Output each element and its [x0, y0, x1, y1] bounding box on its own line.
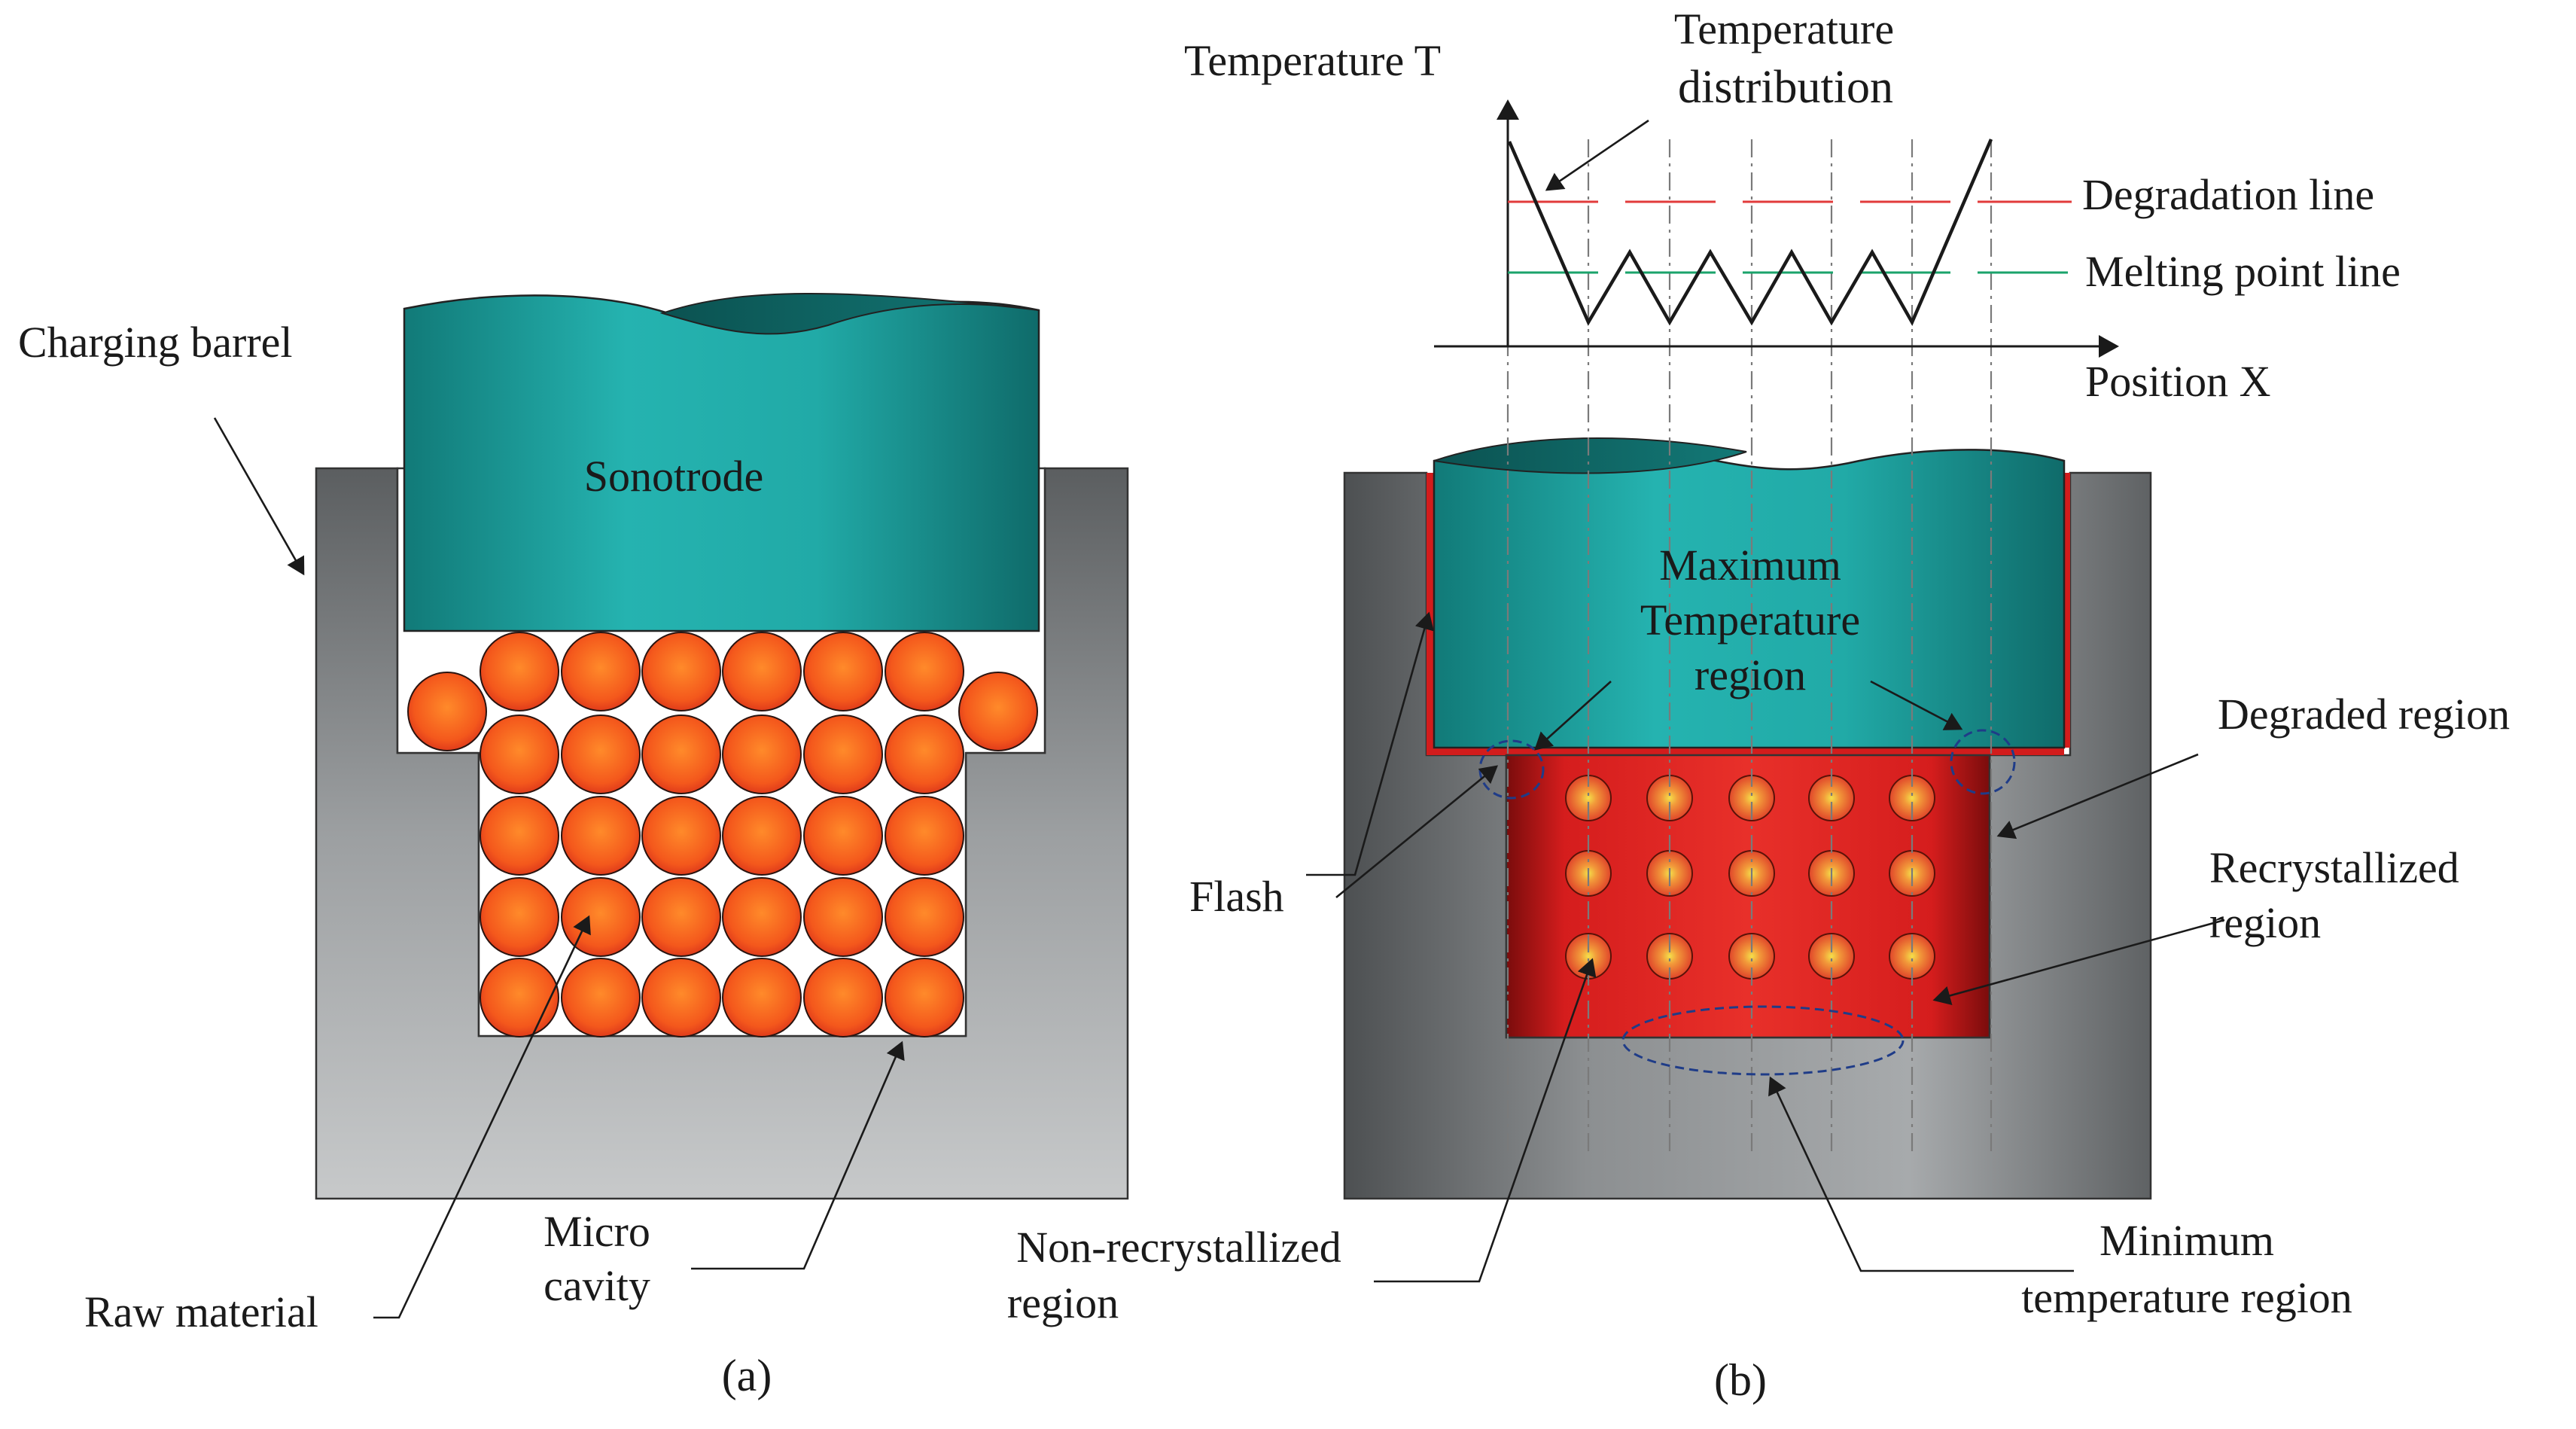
particle [561, 632, 641, 711]
particle [480, 632, 559, 711]
particle [803, 958, 883, 1037]
particle [885, 632, 964, 711]
temperature-graph: Temperature T Position X Temperature dis… [1184, 5, 2401, 406]
particle [641, 796, 721, 876]
raw-material-pointer [373, 915, 591, 1319]
charging-barrel-pointer [213, 417, 305, 576]
temperature-distribution-label-2: distribution [1678, 62, 1893, 113]
particle [480, 877, 559, 957]
panel-b: Temperature T Position X Temperature dis… [1007, 5, 2510, 1405]
melting-line-label: Melting point line [2085, 247, 2401, 296]
particle [722, 632, 802, 711]
temperature-curve [1507, 139, 1993, 327]
particle [407, 672, 487, 751]
particle [885, 958, 964, 1037]
flash-pointer-lower [1335, 765, 1499, 899]
min-temp-label-2: temperature region [2021, 1273, 2352, 1322]
raw-material-particles [407, 632, 1038, 1037]
micro-cavity-label-1: Micro [544, 1207, 650, 1256]
particle [885, 796, 964, 876]
particle [480, 714, 559, 794]
particle [561, 958, 641, 1037]
particle [480, 958, 559, 1037]
particle [803, 877, 883, 957]
max-temp-label-3: region [1694, 651, 1806, 699]
y-axis-label: Temperature T [1184, 36, 1441, 85]
particle [803, 632, 883, 711]
recrystallized-pointer [1932, 919, 2225, 1006]
particle [480, 796, 559, 876]
particle [641, 632, 721, 711]
particle [561, 796, 641, 876]
micro-cavity-pointer [691, 1041, 905, 1270]
degraded-region-pointer [1996, 753, 2199, 839]
panel-a: Sonotrode Charging barrel Micro cavity R… [18, 292, 1129, 1400]
sonotrode-label: Sonotrode [584, 452, 763, 501]
particle [641, 877, 721, 957]
temperature-distribution-pointer [1545, 119, 1649, 191]
recrystallized-label-2: region [2209, 898, 2321, 947]
non-recrystallized-label-2: region [1007, 1278, 1119, 1327]
flash-pointer-upper [1306, 611, 1434, 876]
degradation-line-label: Degradation line [2082, 170, 2374, 219]
sonotrode-b-top-face [1433, 437, 1747, 474]
non-recrystallized-label-1: Non-recrystallized [1016, 1223, 1341, 1272]
particle [885, 877, 964, 957]
caption-a: (a) [722, 1351, 772, 1400]
particle [803, 714, 883, 794]
max-temp-pointer-left [1534, 681, 1612, 751]
particle [885, 714, 964, 794]
max-temp-label-2: Temperature [1640, 596, 1860, 644]
particle [641, 958, 721, 1037]
particle [722, 796, 802, 876]
particle [561, 877, 641, 957]
flash-label: Flash [1189, 872, 1284, 921]
raw-material-label: Raw material [84, 1287, 318, 1336]
max-temp-pointer-right [1870, 680, 1963, 730]
recrystallized-label-1: Recrystallized [2209, 843, 2459, 892]
particle [641, 714, 721, 794]
particle [722, 714, 802, 794]
particle [803, 796, 883, 876]
particle [958, 672, 1038, 751]
caption-b: (b) [1714, 1355, 1767, 1405]
particle [561, 714, 641, 794]
min-temp-label-1: Minimum [2099, 1216, 2274, 1265]
micro-cavity-label-2: cavity [544, 1261, 650, 1310]
x-axis-label: Position X [2085, 357, 2271, 406]
degraded-region-label: Degraded region [2218, 690, 2510, 739]
temperature-distribution-label-1: Temperature [1674, 5, 1894, 53]
position-guides [1506, 139, 1993, 1152]
sonotrode-top-face [659, 292, 1040, 335]
particle [722, 877, 802, 957]
non-recrystallized-pointer [1374, 958, 1597, 1283]
bottom-ellipse [1621, 1005, 1905, 1076]
max-temp-label-1: Maximum [1659, 541, 1841, 590]
min-temp-pointer [1768, 1076, 2074, 1272]
right-corner-ellipse [1950, 729, 2016, 795]
charging-barrel-label: Charging barrel [18, 318, 293, 367]
particle [722, 958, 802, 1037]
